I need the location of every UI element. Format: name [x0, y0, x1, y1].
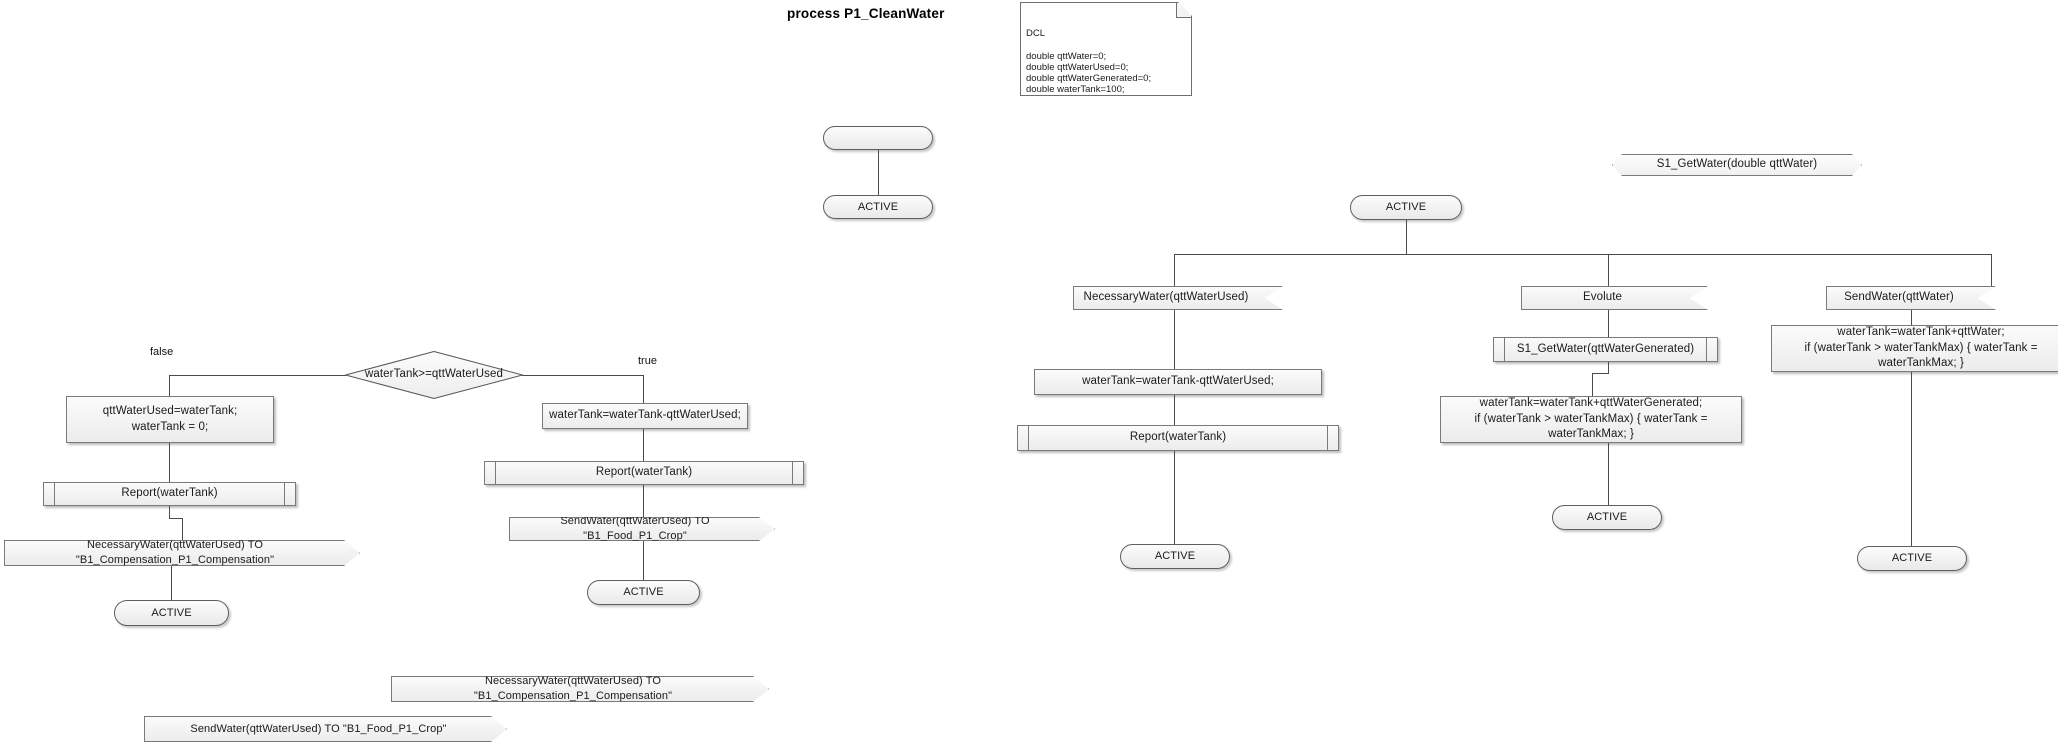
connector: [171, 566, 172, 576]
connector: [643, 375, 644, 403]
connector: [878, 150, 879, 195]
branch-next-state-active-1[interactable]: ACTIVE: [1120, 544, 1230, 569]
declaration-note: DCL double qttWater=0; double qttWaterUs…: [1020, 2, 1192, 96]
connector: [169, 518, 182, 519]
decision-label: waterTank>=qttWaterUsed: [364, 368, 504, 381]
false-path-task[interactable]: qttWaterUsed=waterTank; waterTank = 0;: [66, 396, 274, 443]
branch-task-sendwater[interactable]: waterTank=waterTank+qttWater; if (waterT…: [1771, 325, 2058, 372]
edge-label-true: true: [638, 355, 657, 367]
connector: [1608, 362, 1609, 373]
branch-procedure-report[interactable]: Report(waterTank): [1017, 425, 1339, 451]
true-path-task[interactable]: waterTank=waterTank-qttWaterUsed;: [542, 403, 748, 429]
start-state[interactable]: [823, 126, 933, 150]
false-path-state-active[interactable]: ACTIVE: [114, 600, 229, 626]
connector: [1608, 254, 1609, 286]
true-path-output-sendwater[interactable]: SendWater(qttWaterUsed) TO "B1_Food_P1_C…: [509, 517, 775, 541]
connector: [643, 485, 644, 517]
page-title: process P1_CleanWater: [787, 6, 945, 21]
connector: [169, 375, 170, 396]
connector: [1174, 310, 1175, 369]
branch-task-necessarywater[interactable]: waterTank=waterTank-qttWaterUsed;: [1034, 369, 1322, 395]
floating-output-sendwater[interactable]: SendWater(qttWaterUsed) TO "B1_Food_P1_C…: [144, 716, 507, 742]
declaration-note-header: DCL: [1026, 28, 1046, 40]
false-path-procedure-report[interactable]: Report(waterTank): [43, 482, 296, 506]
branch-input-sendwater[interactable]: SendWater(qttWater): [1826, 286, 1996, 310]
branch-procedure-s1-getwater[interactable]: S1_GetWater(qttWaterGenerated): [1493, 337, 1718, 362]
connector: [169, 443, 170, 482]
true-path-procedure-report[interactable]: Report(waterTank): [484, 461, 804, 485]
connector: [1592, 373, 1593, 396]
start-next-state-active[interactable]: ACTIVE: [823, 195, 933, 219]
branch-task-evolute[interactable]: waterTank=waterTank+qttWaterGenerated; i…: [1440, 396, 1742, 443]
branch-input-evolute[interactable]: Evolute: [1521, 286, 1708, 310]
true-path-state-active[interactable]: ACTIVE: [587, 580, 700, 605]
connector: [1911, 310, 1912, 325]
signal-declaration-s1-getwater: S1_GetWater(double qttWater): [1612, 154, 1862, 176]
connector: [1592, 373, 1609, 374]
connector: [1174, 395, 1175, 425]
connector: [643, 429, 644, 461]
connector: [169, 506, 170, 518]
declaration-note-body: double qttWater=0; double qttWaterUsed=0…: [1026, 50, 1167, 130]
connector: [1608, 443, 1609, 505]
decision-watertank-check[interactable]: waterTank>=qttWaterUsed: [345, 351, 523, 399]
connector: [522, 375, 643, 376]
connector: [1991, 254, 1992, 286]
connector: [1174, 254, 1991, 255]
connector: [171, 576, 172, 600]
branch-next-state-active-3[interactable]: ACTIVE: [1857, 546, 1967, 571]
floating-output-necessarywater[interactable]: NecessaryWater(qttWaterUsed) TO "B1_Comp…: [391, 676, 769, 702]
state-machine-state-active[interactable]: ACTIVE: [1350, 195, 1462, 220]
branch-next-state-active-2[interactable]: ACTIVE: [1552, 505, 1662, 530]
connector: [169, 375, 346, 376]
edge-label-false: false: [150, 346, 174, 358]
false-path-output-necessarywater[interactable]: NecessaryWater(qttWaterUsed) TO "B1_Comp…: [4, 540, 360, 566]
connector: [1608, 310, 1609, 343]
connector: [1406, 220, 1407, 254]
branch-input-necessarywater[interactable]: NecessaryWater(qttWaterUsed): [1073, 286, 1283, 310]
connector: [1174, 254, 1175, 286]
note-fold-corner: [1176, 3, 1191, 18]
connector: [1911, 372, 1912, 546]
connector: [643, 541, 644, 580]
connector: [1174, 451, 1175, 544]
connector: [182, 518, 183, 540]
